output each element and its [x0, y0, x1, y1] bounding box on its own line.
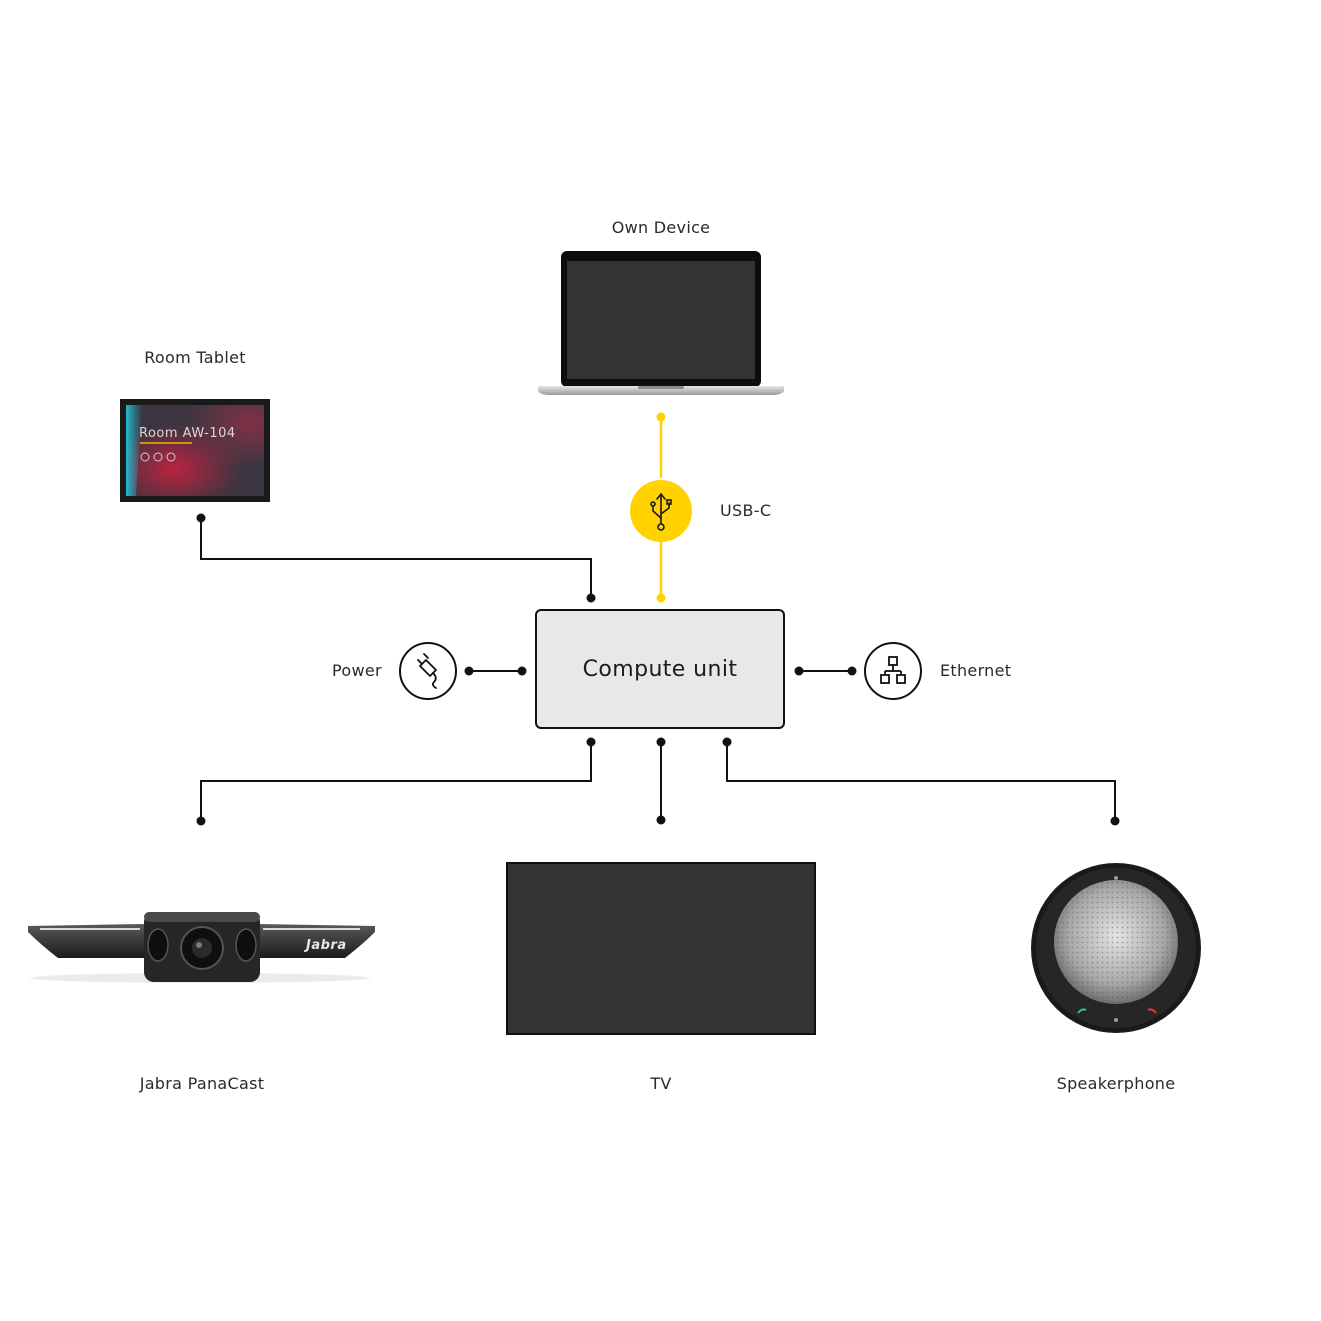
tablet-connector — [200, 518, 592, 598]
connector-dot — [722, 737, 732, 747]
network-icon — [864, 642, 922, 700]
connector-dot — [586, 737, 596, 747]
usb-label: USB-C — [720, 501, 772, 520]
connector-dot — [656, 412, 666, 422]
connector-dot — [464, 666, 474, 676]
room-tablet-label: Room Tablet — [144, 348, 246, 367]
connector-dot — [196, 513, 206, 523]
connector-dot — [196, 816, 206, 826]
connector-dot — [847, 666, 857, 676]
panacast-label: Jabra PanaCast — [139, 1074, 265, 1093]
ethernet-label: Ethernet — [940, 661, 1012, 680]
tablet-screen-text: Room AW-104 — [139, 426, 236, 441]
power-label: Power — [332, 661, 382, 680]
speakerphone-illustration — [1031, 863, 1201, 1033]
compute-unit: Compute unit — [535, 609, 785, 729]
panacast-illustration — [28, 912, 375, 983]
speakerphone-connector — [726, 742, 1116, 821]
tv-label: TV — [650, 1074, 672, 1093]
panacast-connector — [200, 742, 592, 821]
connector-dot — [794, 666, 804, 676]
own-device-label: Own Device — [611, 218, 711, 237]
tv-illustration — [506, 862, 816, 1035]
speakerphone-label: Speakerphone — [1056, 1074, 1176, 1093]
connector-dot — [656, 737, 666, 747]
compute-unit-label: Compute unit — [582, 656, 738, 682]
connector-dot — [656, 593, 666, 603]
plug-icon — [399, 642, 457, 700]
panacast-brand: Jabra — [306, 938, 347, 953]
usb-icon — [630, 480, 692, 542]
connector-dot — [586, 593, 596, 603]
connector-dot — [517, 666, 527, 676]
laptop-illustration — [538, 251, 784, 395]
connector-dot — [656, 815, 666, 825]
connector-dot — [1110, 816, 1120, 826]
tablet-illustration — [120, 399, 270, 502]
